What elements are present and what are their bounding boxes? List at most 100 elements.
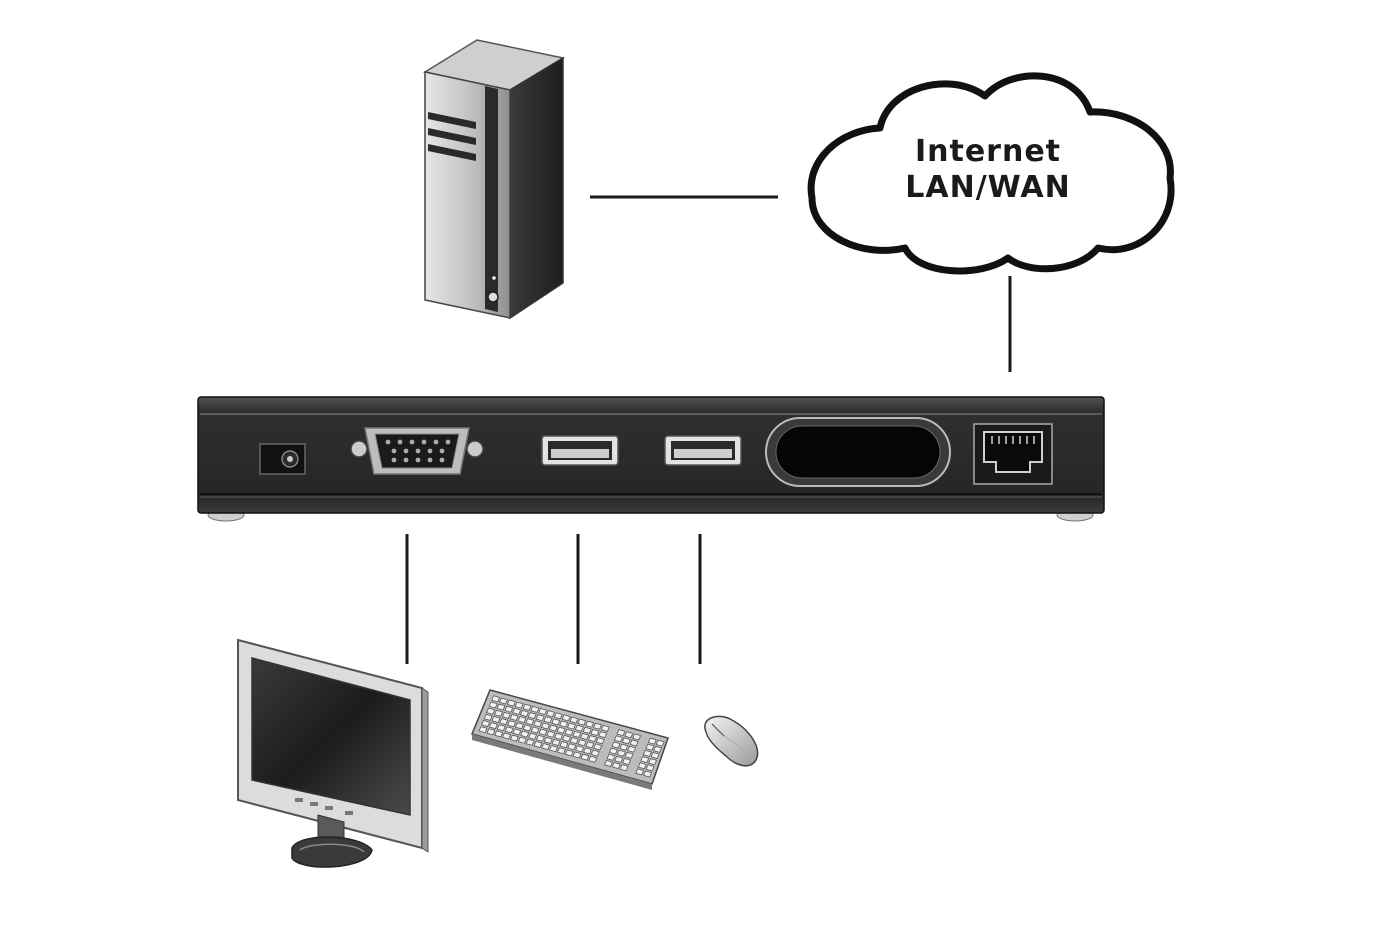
keyboard-key — [632, 733, 642, 741]
keyboard-key — [580, 733, 590, 740]
keyboard-key — [561, 714, 571, 722]
keyboard-key — [499, 697, 508, 705]
keyboard-key — [624, 751, 634, 759]
keyboard-key — [595, 737, 605, 745]
keyboard-key — [590, 749, 600, 757]
keyboard-key — [540, 722, 550, 730]
internet-cloud-icon: Internet LAN/WAN — [807, 72, 1175, 275]
keyboard-key — [577, 718, 587, 726]
keyboard-key — [577, 739, 587, 747]
keyboard-key — [528, 732, 538, 740]
keyboard-key — [622, 758, 632, 765]
usb-port-icon — [664, 435, 742, 466]
keyboard-icon — [470, 689, 669, 790]
keyboard-key — [593, 722, 602, 730]
keyboard-key — [647, 737, 657, 745]
keyboard-key — [514, 722, 524, 730]
keyboard-key — [619, 743, 629, 751]
keyboard-key — [629, 739, 639, 747]
keyboard-key — [543, 716, 553, 724]
keyboard-key — [556, 747, 566, 755]
keyboard-key — [546, 710, 555, 718]
keyboard-key — [509, 714, 519, 721]
server-tower-icon — [423, 39, 566, 320]
keyboard-key — [517, 736, 527, 744]
keyboard-key — [635, 768, 645, 776]
keyboard-key — [538, 708, 548, 715]
keyboard-key — [648, 758, 658, 766]
keyboard-key — [556, 726, 566, 734]
keyboard-key — [645, 764, 655, 772]
keyboard-key — [582, 726, 592, 734]
keyboard-key — [613, 735, 623, 743]
keyboard-key — [486, 728, 496, 736]
kvm-switch-icon — [197, 396, 1105, 522]
keyboard-key — [616, 729, 626, 737]
keyboard-key — [493, 709, 503, 717]
keyboard-key — [564, 728, 574, 736]
keyboard-key — [481, 720, 491, 727]
keyboard-key — [551, 739, 561, 746]
keyboard-key — [574, 724, 584, 732]
lan-port-icon — [973, 423, 1053, 485]
keyboard-key — [530, 726, 540, 734]
keyboard-key — [585, 741, 595, 749]
keyboard-key — [478, 726, 488, 734]
keyboard-key — [575, 745, 585, 753]
vga-port-icon — [350, 427, 484, 475]
keyboard-key — [530, 705, 540, 713]
keyboard-key — [496, 724, 506, 732]
keyboard-key — [533, 740, 543, 748]
keyboard-key — [522, 703, 532, 711]
keyboard-key — [608, 747, 618, 755]
keyboard-key — [611, 741, 621, 749]
cloud-label-line1: Internet — [915, 134, 1061, 169]
keyboard-key — [598, 731, 608, 739]
keyboard-key — [559, 741, 569, 749]
keyboard-key — [551, 718, 561, 726]
keyboard-key — [614, 755, 624, 763]
keyboard-key — [496, 703, 506, 711]
keyboard-key — [488, 722, 498, 730]
keyboard-key — [637, 762, 647, 770]
keyboard-key — [514, 701, 524, 709]
keyboard-key — [572, 751, 582, 759]
keyboard-key — [603, 759, 613, 767]
keyboard-key — [593, 743, 603, 751]
keyboard-key — [621, 737, 631, 745]
monitor-icon — [237, 638, 429, 868]
keyboard-key — [522, 724, 532, 732]
keyboard-key — [572, 730, 582, 738]
keyboard-key — [486, 707, 496, 715]
keyboard-key — [640, 756, 650, 764]
mouse-icon — [704, 715, 759, 767]
keyboard-key — [655, 739, 665, 747]
keyboard-key — [533, 720, 543, 728]
keyboard-key — [611, 762, 621, 770]
keyboard-key — [585, 720, 595, 728]
keyboard-key — [643, 770, 653, 778]
keyboard-key — [653, 745, 663, 753]
keyboard-key — [527, 712, 537, 720]
keyboard-key — [587, 735, 597, 743]
keyboard-key — [512, 728, 522, 736]
keyboard-key — [538, 728, 548, 736]
keyboard-key — [561, 734, 571, 742]
keyboard-key — [616, 749, 626, 757]
keyboard-key — [502, 732, 512, 740]
keyboard-key — [588, 755, 598, 763]
keyboard-key — [504, 726, 514, 734]
keyboard-key — [483, 713, 493, 721]
keyboard-key — [600, 724, 610, 732]
keyboard-key — [627, 745, 637, 753]
keyboard-key — [569, 737, 579, 745]
keyboard-key — [590, 729, 600, 736]
cloud-label-line2: LAN/WAN — [905, 170, 1070, 205]
keyboard-key — [553, 712, 563, 720]
keyboard-key — [543, 736, 553, 744]
keyboard-key — [650, 752, 660, 759]
keyboard-key — [619, 764, 629, 772]
usb-port-icon — [541, 435, 619, 466]
keyboard-key — [564, 749, 574, 757]
